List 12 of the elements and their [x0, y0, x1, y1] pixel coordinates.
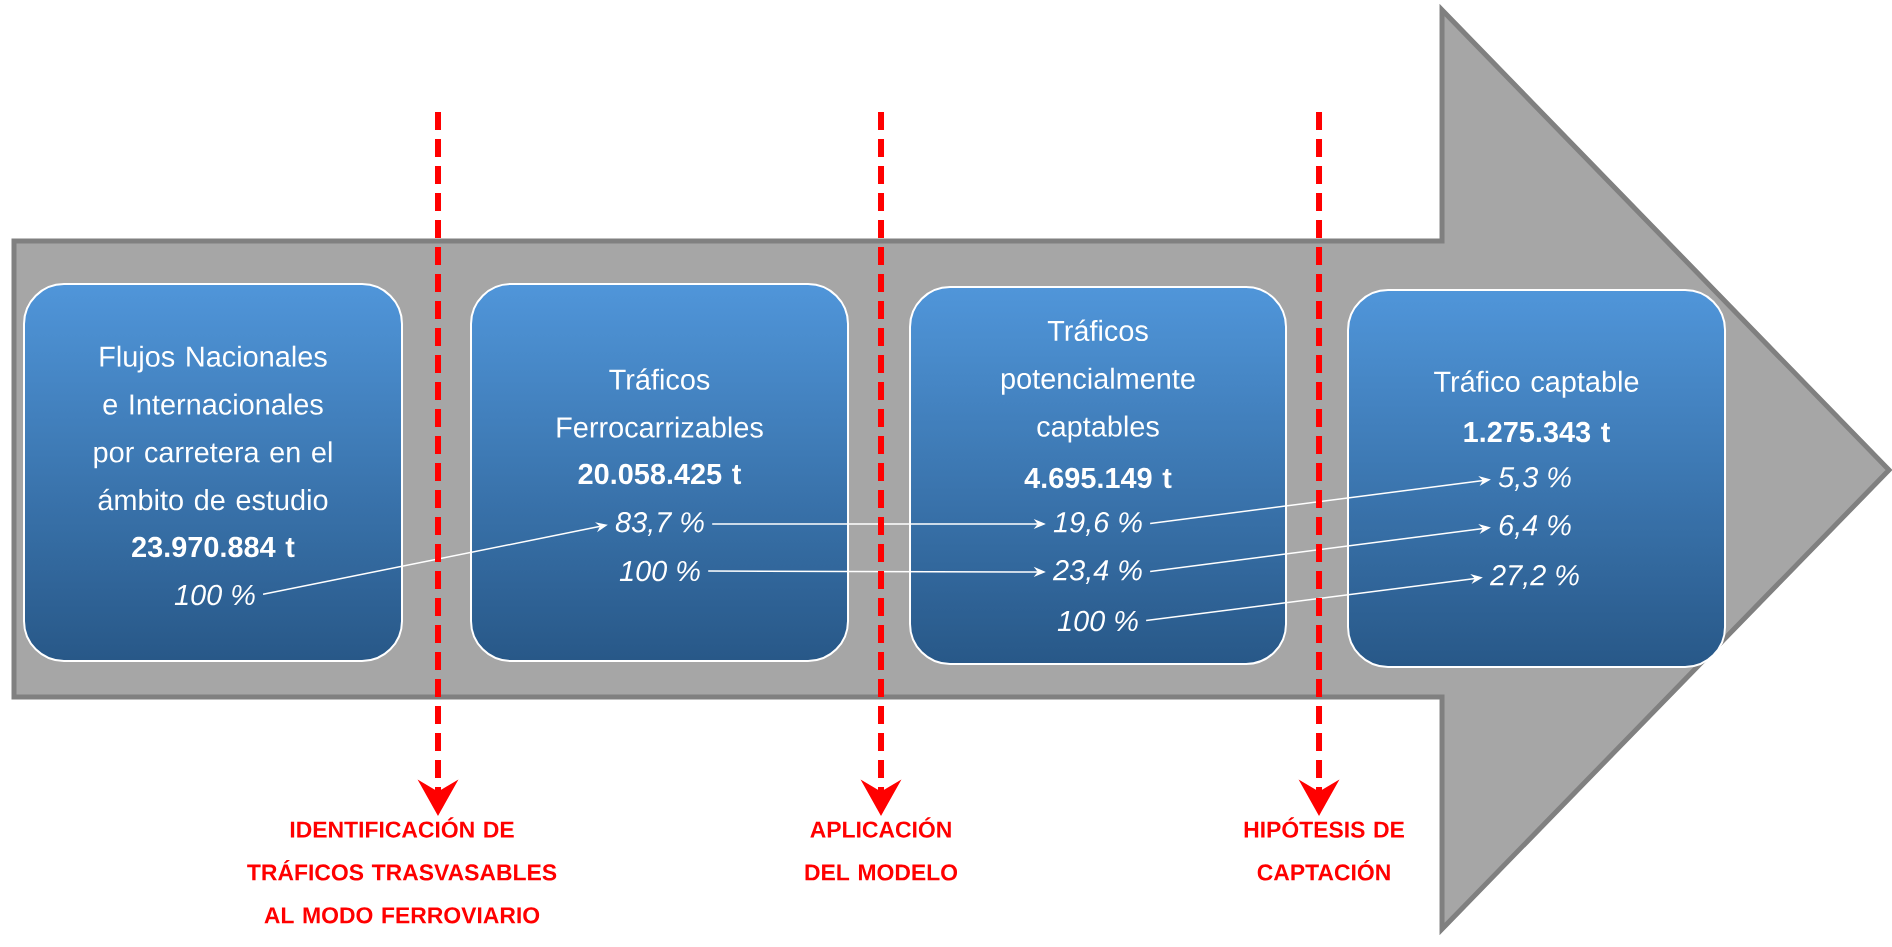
percentage-text: 6,4 % [1499, 515, 1571, 539]
step-label: APLICACIÓN DEL MODELO [805, 817, 958, 881]
percentage-text: 19,6 % [1053, 512, 1142, 536]
step-label: IDENTIFICACIÓN DE TRÁFICOS TRASVASABLES AL MODO FERROVIARIO [247, 817, 557, 924]
percentage-text: 100 % [619, 560, 700, 582]
percentage-text: 83,7 % [615, 512, 704, 536]
percentage-text: 5,3 % [1498, 467, 1571, 491]
percentage-text: 100 % [174, 584, 255, 606]
step-label: HIPÓTESIS DE CAPTACIÓN [1244, 817, 1404, 881]
percentage-text: 100 % [1057, 610, 1138, 632]
percentage-text: 27,2 % [1489, 565, 1579, 589]
percentage-text: 23,4 % [1052, 560, 1142, 584]
